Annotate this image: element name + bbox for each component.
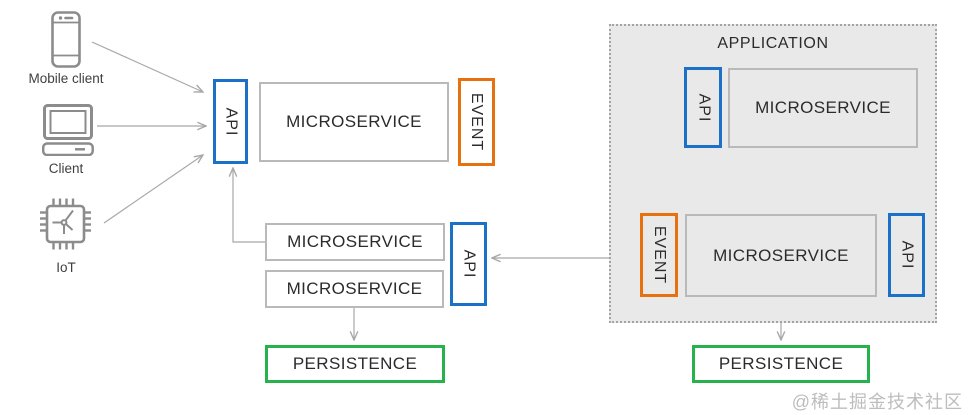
event-box-1: EVENT: [458, 78, 495, 166]
api-box-1-label: API: [222, 107, 240, 136]
mobile-icon: [51, 11, 81, 68]
watermark: @稀土掘金技术社区: [791, 392, 963, 412]
microservice-box-2-label: MICROSERVICE: [287, 232, 423, 251]
iot-chip-icon: [40, 198, 91, 250]
api-box-2: API: [450, 222, 487, 306]
desktop-icon: [42, 104, 94, 156]
microservice-box-3-label: MICROSERVICE: [286, 279, 423, 298]
persistence-box-2-label: PERSISTENCE: [718, 354, 844, 373]
event-box-2-label: EVENT: [651, 225, 668, 285]
api-box-1: API: [213, 79, 248, 164]
client-label: Client: [48, 161, 84, 176]
microservice-box-5-label: MICROSERVICE: [713, 245, 849, 265]
microservice-box-1: MICROSERVICE: [259, 82, 449, 162]
microservice-box-1-label: MICROSERVICE: [286, 112, 422, 131]
persistence-box-2: PERSISTENCE: [692, 345, 870, 383]
arrow-microservice2-to-api1: [233, 168, 265, 243]
iot-label: IoT: [56, 260, 76, 275]
application-title: APPLICATION: [717, 35, 829, 52]
api-box-4-label: API: [898, 240, 916, 270]
api-box-3-label: API: [694, 93, 712, 122]
microservice-box-2: MICROSERVICE: [265, 223, 445, 261]
api-box-3: API: [684, 67, 722, 148]
microservice-box-4-label: MICROSERVICE: [755, 98, 891, 117]
microservice-box-5: MICROSERVICE: [685, 214, 877, 297]
persistence-box-1-label: PERSISTENCE: [292, 354, 418, 373]
microservice-box-3: MICROSERVICE: [265, 270, 444, 308]
mobile-client-label: Mobile client: [28, 71, 104, 86]
event-box-2: EVENT: [640, 213, 678, 297]
application-container: APPLICATION: [609, 24, 937, 323]
microservice-box-4: MICROSERVICE: [728, 68, 918, 148]
persistence-box-1: PERSISTENCE: [265, 345, 445, 383]
api-box-4: API: [888, 213, 925, 297]
event-box-1-label: EVENT: [468, 92, 486, 152]
api-box-2-label: API: [460, 249, 478, 279]
